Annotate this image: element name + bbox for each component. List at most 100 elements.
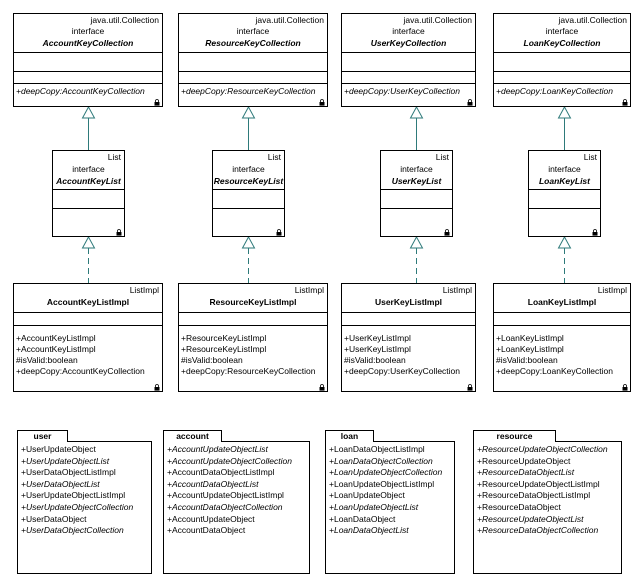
- package-member[interactable]: +AccountUpdateObject: [167, 513, 255, 524]
- package-member[interactable]: +UserUpdateObjectCollection: [21, 501, 134, 512]
- stereotype-label: List: [267, 152, 281, 162]
- lock-icon: [444, 228, 450, 236]
- package-member[interactable]: +LoanUpdateObjectList: [329, 501, 419, 512]
- operations-compartment: +deepCopy:LoanKeyCollection: [494, 84, 630, 106]
- package-member[interactable]: +AccountDataObjectCollection: [167, 501, 283, 512]
- class-name: LoanKeyCollection: [523, 38, 601, 48]
- attributes-compartment: [529, 190, 600, 209]
- generalization-arrowhead: [241, 105, 256, 119]
- package-member[interactable]: +ResourceDataObjectList: [477, 467, 575, 478]
- empty-compartment: [342, 72, 475, 84]
- operation: #isValid:boolean: [16, 355, 78, 365]
- package-member[interactable]: +LoanDataObjectList: [329, 525, 409, 536]
- interface-keyword: interface: [71, 26, 105, 36]
- operation: +deepCopy:AccountKeyCollection: [16, 366, 145, 376]
- lock-icon: [319, 383, 325, 391]
- stereotype-label: ListImpl: [129, 285, 159, 295]
- package-user[interactable]: +UserUpdateObject+UserUpdateObjectList+U…: [17, 430, 152, 574]
- package-member[interactable]: +UserUpdateObjectList: [21, 455, 110, 466]
- empty-compartment: [494, 72, 630, 84]
- package-account[interactable]: +AccountUpdateObjectList+AccountUpdateOb…: [163, 430, 310, 574]
- package-member[interactable]: +LoanDataObject: [329, 513, 396, 524]
- package-member[interactable]: +ResourceDataObjectListImpl: [477, 490, 591, 501]
- stereotype-label: List: [107, 152, 121, 162]
- stereotype-label: ListImpl: [294, 285, 324, 295]
- operation: #isValid:boolean: [344, 355, 406, 365]
- stereotype-label: java.util.Collection: [558, 15, 627, 25]
- package-member[interactable]: +LoanUpdateObjectCollection: [329, 467, 443, 478]
- package-member[interactable]: +UserUpdateObjectListImpl: [21, 490, 126, 501]
- class-name: ResourceKeyCollection: [205, 38, 301, 48]
- package-member[interactable]: +AccountUpdateObjectList: [167, 444, 268, 454]
- operation: +deepCopy:ResourceKeyCollection: [181, 366, 316, 376]
- package-member[interactable]: +LoanDataObjectListImpl: [329, 444, 425, 454]
- package-member[interactable]: +ResourceUpdateObjectCollection: [477, 444, 608, 454]
- generalization-arrowhead: [557, 105, 572, 119]
- attributes-compartment: [14, 53, 162, 72]
- realization-arrowhead: [409, 235, 424, 249]
- operations-compartment: [381, 209, 452, 236]
- package-loan[interactable]: +LoanDataObjectListImpl+LoanDataObjectCo…: [325, 430, 455, 574]
- interface-keyword: interface: [545, 26, 579, 36]
- operation: +deepCopy:UserKeyCollection: [344, 366, 460, 376]
- operation: +deepCopy:ResourceKeyCollection: [181, 86, 316, 96]
- operations-compartment: +ResourceKeyListImpl+ResourceKeyListImpl…: [179, 326, 327, 391]
- generalization-arrowhead: [81, 105, 96, 119]
- stereotype-label: List: [435, 152, 449, 162]
- attributes-compartment: [14, 313, 162, 326]
- class-name: UserKeyCollection: [370, 38, 447, 48]
- package-member[interactable]: +UserDataObjectCollection: [21, 525, 124, 536]
- package-contents: +ResourceUpdateObjectCollection+Resource…: [473, 441, 622, 574]
- interface-keyword: interface: [72, 164, 105, 174]
- package-member[interactable]: +LoanUpdateObjectListImpl: [329, 478, 435, 489]
- package-member[interactable]: +AccountUpdateObjectListImpl: [167, 490, 284, 501]
- package-member[interactable]: +UserDataObjectListImpl: [21, 467, 116, 478]
- package-member[interactable]: +UserDataObjectList: [21, 478, 100, 489]
- package-member[interactable]: +ResourceUpdateObjectList: [477, 513, 584, 524]
- package-name-tab: loan: [325, 430, 374, 442]
- realization-arrowhead: [241, 235, 256, 249]
- package-member[interactable]: +AccountDataObjectListImpl: [167, 467, 275, 478]
- operations-compartment: +deepCopy:ResourceKeyCollection: [179, 84, 327, 106]
- package-member[interactable]: +ResourceUpdateObject: [477, 455, 571, 466]
- package-member[interactable]: +LoanUpdateObject: [329, 490, 405, 501]
- lock-icon: [154, 383, 160, 391]
- stereotype-label: java.util.Collection: [90, 15, 159, 25]
- package-member[interactable]: +UserUpdateObject: [21, 444, 96, 454]
- package-resource[interactable]: +ResourceUpdateObjectCollection+Resource…: [473, 430, 622, 574]
- class-name: UserKeyListImpl: [374, 297, 443, 307]
- operation: +deepCopy:UserKeyCollection: [344, 86, 460, 96]
- attributes-compartment: [342, 313, 475, 326]
- class-name: AccountKeyList: [56, 176, 121, 186]
- package-member[interactable]: +ResourceUpdateObjectListImpl: [477, 478, 600, 489]
- lock-icon: [276, 228, 282, 236]
- operation: #isValid:boolean: [181, 355, 243, 365]
- stereotype-label: List: [583, 152, 597, 162]
- operations-compartment: +LoanKeyListImpl+LoanKeyListImpl#isValid…: [494, 326, 630, 391]
- package-member[interactable]: +ResourceDataObject: [477, 501, 561, 512]
- package-member[interactable]: +AccountDataObject: [167, 525, 246, 536]
- lock-icon: [319, 98, 325, 106]
- attributes-compartment: [213, 190, 284, 209]
- package-member[interactable]: +AccountUpdateObjectCollection: [167, 455, 292, 466]
- class-name: ResourceKeyListImpl: [209, 297, 297, 307]
- operations-compartment: +deepCopy:UserKeyCollection: [342, 84, 475, 106]
- package-member[interactable]: +UserDataObject: [21, 513, 87, 524]
- package-member[interactable]: +LoanDataObjectCollection: [329, 455, 433, 466]
- empty-compartment: [179, 72, 327, 84]
- package-member[interactable]: +AccountDataObjectList: [167, 478, 259, 489]
- package-member[interactable]: +ResourceDataObjectCollection: [477, 525, 599, 536]
